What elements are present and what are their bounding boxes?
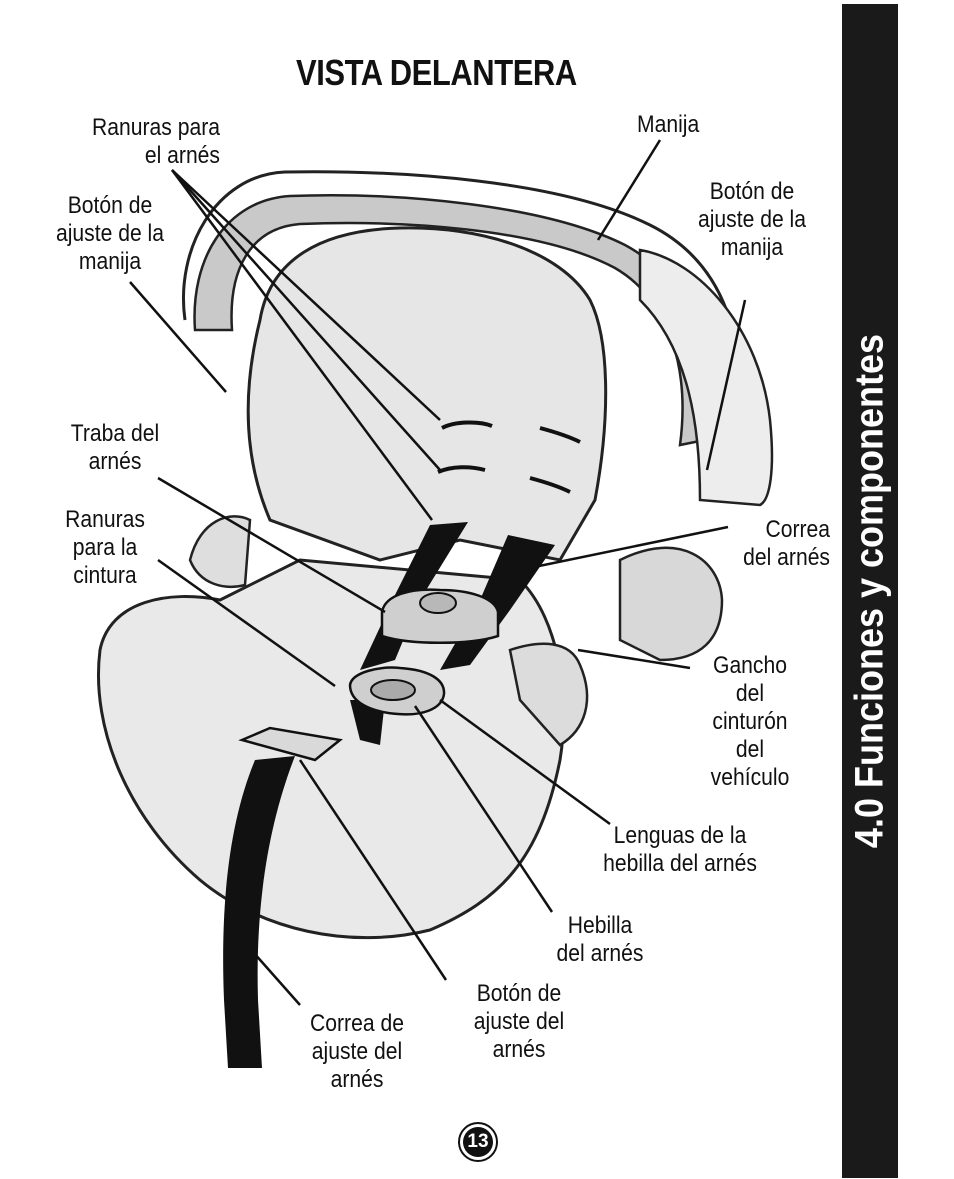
- label-buckle: Hebilla del arnés: [556, 912, 644, 967]
- label-vehicle-belt-hook: Gancho del cinturón del vehículo: [710, 652, 790, 791]
- harness-slot: [441, 420, 493, 430]
- harness-clip: [380, 588, 500, 644]
- page-number-circle-icon: [458, 1122, 498, 1162]
- section-sidebar: 4.0 Funciones y componentes: [842, 4, 898, 1178]
- label-handle-adjust-button-left: Botón de ajuste de la manija: [55, 192, 165, 275]
- label-handle-adjust-button-right: Botón de ajuste de la manija: [697, 178, 807, 261]
- page-number: 13: [467, 1131, 489, 1152]
- page-title: VISTA DELANTERA: [296, 52, 577, 93]
- label-buckle-tongues: Lenguas de la hebilla del arnés: [603, 822, 757, 877]
- label-harness-adjust-strap: Correa de ajuste del arnés: [310, 1010, 404, 1093]
- harness-clip-center: [419, 592, 457, 614]
- adjust-button: [238, 726, 343, 762]
- label-handle: Manija: [637, 111, 700, 138]
- label-harness-adjust-button: Botón de ajuste del arnés: [473, 980, 565, 1063]
- label-harness-strap: Correa del arnés: [743, 516, 830, 571]
- seat-wing-left: [188, 515, 252, 588]
- label-harness-clip: Traba del arnés: [70, 420, 160, 475]
- adjust-strap: [223, 756, 295, 1068]
- harness-slot: [539, 426, 581, 444]
- section-title: 4.0 Funciones y componentes: [847, 333, 892, 849]
- label-harness-slots: Ranuras para el arnés: [92, 114, 220, 169]
- page-number-badge: 13: [457, 1121, 499, 1163]
- harness-slot: [529, 476, 571, 494]
- shell-right: [638, 248, 774, 507]
- handle-back: [182, 170, 743, 421]
- buckle-button: [370, 679, 416, 701]
- seat-back: [246, 226, 608, 562]
- side-wedge: [508, 642, 589, 747]
- shell-right-lower: [618, 546, 724, 662]
- seat-body: [97, 558, 566, 940]
- label-belt-slots: Ranuras para la cintura: [65, 506, 145, 589]
- leader-lines: [129, 139, 747, 1006]
- harness-slot: [437, 465, 486, 474]
